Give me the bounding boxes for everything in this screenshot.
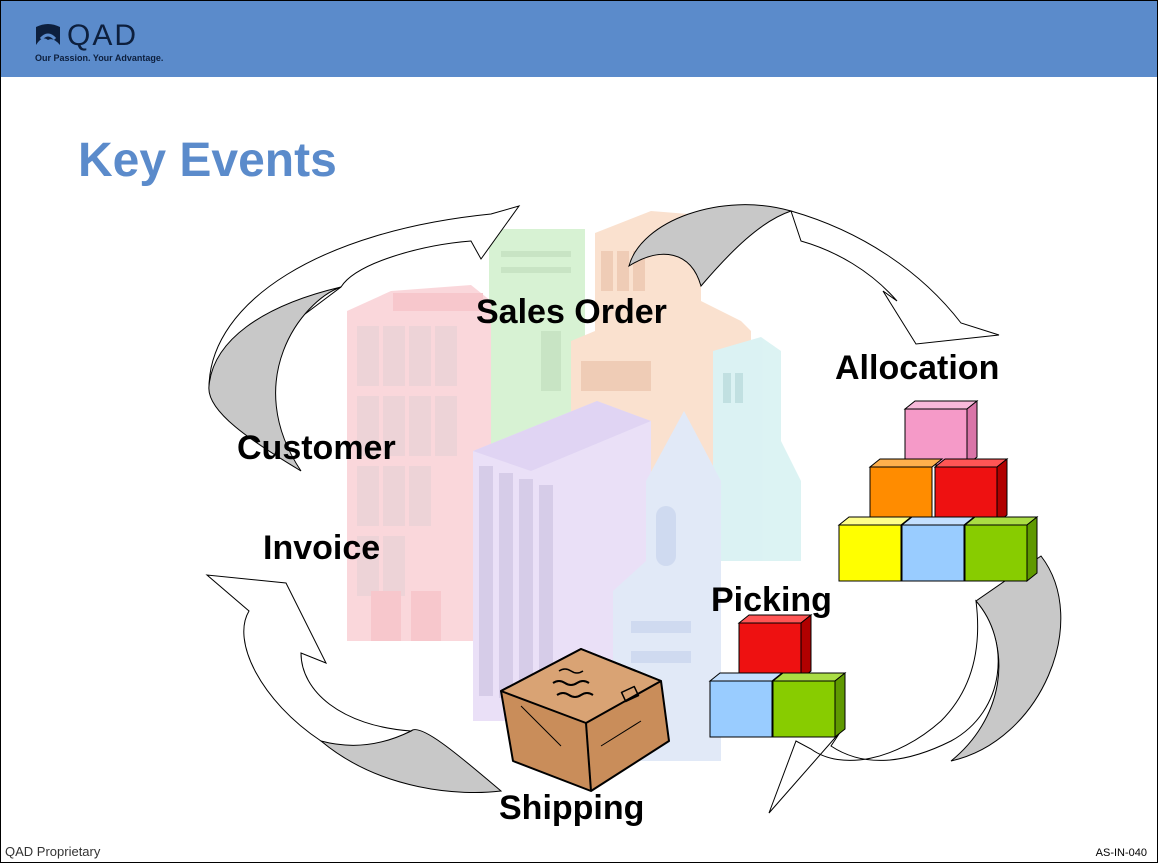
cycle-arrow-top-right [628,204,793,288]
label-customer: Customer [237,429,396,467]
cycle-arrow-top-left [208,205,521,388]
logo-tagline: Our Passion. Your Advantage. [35,53,164,63]
label-invoice: Invoice [263,529,381,567]
qad-logo-icon [36,24,60,45]
footer-slide-code: AS-IN-040 [1095,847,1147,859]
cycle-arrow-right-top [790,210,1000,345]
cycle-arrow-left [208,286,342,472]
label-sales-order: Sales Order [476,293,667,331]
label-allocation: Allocation [835,349,1000,387]
picking-blocks-image [708,613,847,739]
city-buildings-image [347,211,801,761]
label-picking: Picking [711,581,832,619]
cycle-arrow-left-bottom [205,574,413,746]
header-banner: QAD Our Passion. Your Advantage. [1,1,1157,77]
allocation-blocks-image [837,399,1039,583]
cycle-arrow-bottom-right [768,599,999,814]
shipping-package-image [500,648,670,792]
label-shipping: Shipping [499,789,645,827]
slide-title: Key Events [78,134,337,187]
logo-text: QAD [67,19,139,52]
footer-proprietary: QAD Proprietary [5,844,101,859]
